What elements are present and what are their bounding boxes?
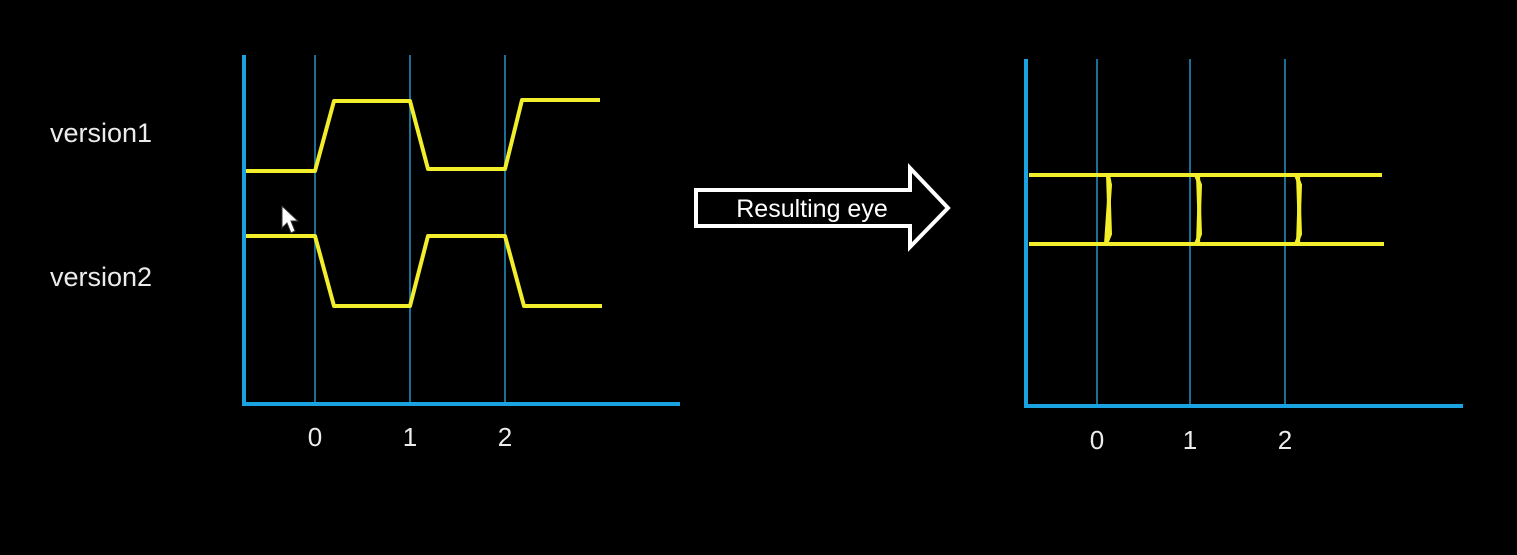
resulting-eye-arrow: Resulting eye — [694, 162, 951, 252]
version2-waveform — [246, 234, 602, 308]
arrow-label: Resulting eye — [736, 195, 887, 223]
version1-waveform — [246, 98, 600, 173]
eye-crossing-2-fall — [1288, 173, 1308, 246]
right-tick-2: 2 — [1278, 425, 1292, 455]
right-tick-0: 0 — [1090, 425, 1104, 455]
left-tick-0: 0 — [308, 422, 322, 452]
eye-crossing-1-fall — [1188, 173, 1208, 246]
left-tick-1: 1 — [403, 422, 417, 452]
mouse-pointer-icon — [281, 204, 300, 234]
right-panel: 0 1 2 — [1024, 59, 1463, 455]
eye-crossing-0-fall — [1098, 173, 1117, 246]
right-tick-1: 1 — [1183, 425, 1197, 455]
arrow-shape — [694, 162, 951, 252]
eye-crossings — [1098, 173, 1308, 246]
version1-label: version1 — [50, 118, 152, 148]
left-tick-2: 2 — [498, 422, 512, 452]
left-panel: version1 version2 0 1 2 — [50, 55, 680, 452]
version2-label: version2 — [50, 262, 152, 292]
